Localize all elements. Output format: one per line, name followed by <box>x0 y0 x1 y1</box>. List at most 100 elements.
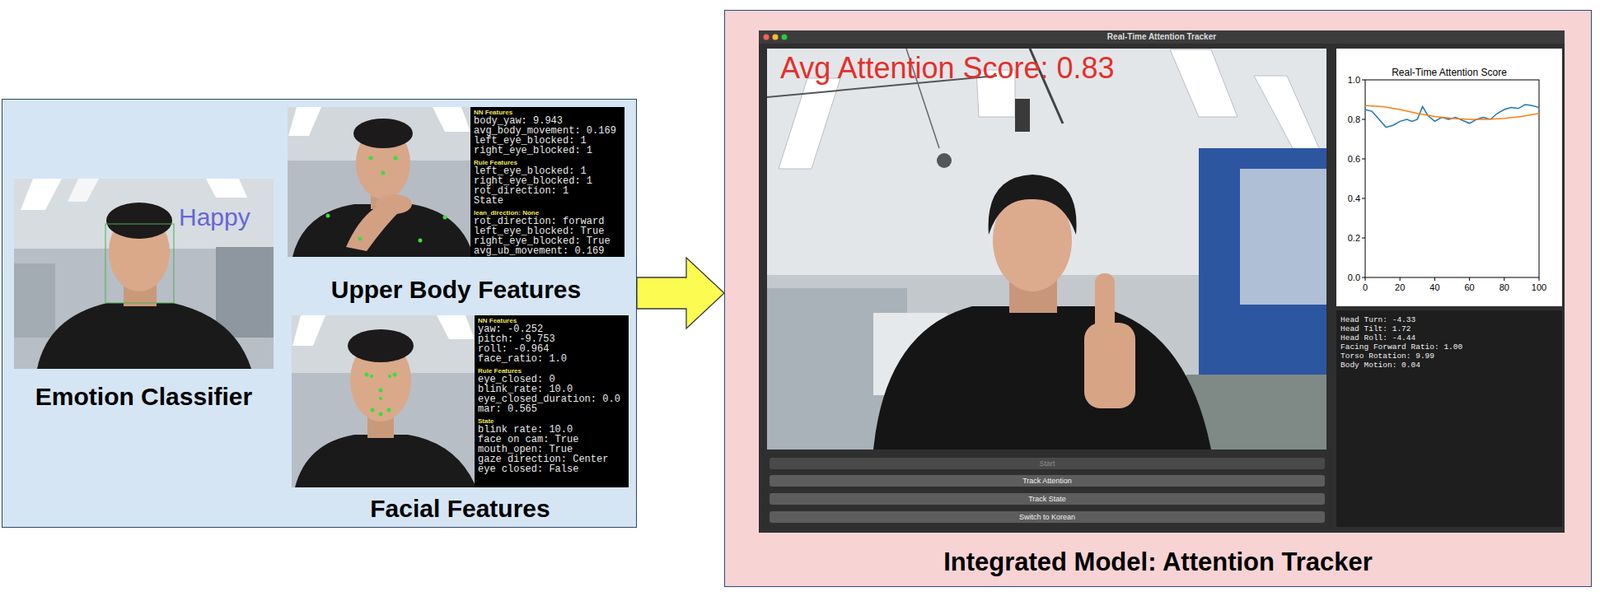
video-feed-image-part <box>767 48 1327 276</box>
section-header: State <box>477 417 626 426</box>
video-feed-image-part <box>1029 48 1063 124</box>
button-label: Switch to Korean <box>769 511 1325 524</box>
landmark-dots-part <box>387 408 392 413</box>
tick-label: 60 <box>1457 281 1483 294</box>
video-feed-image-part <box>767 48 1327 450</box>
feature-line: yaw: -0.252 <box>477 324 626 335</box>
score-overlay: Avg Attention Score: 0.83 <box>780 51 1115 85</box>
emotion-photo-part <box>14 178 274 249</box>
video-feed-image-part <box>778 78 841 169</box>
line-chart-part <box>1365 79 1540 278</box>
block-arrow <box>636 257 725 329</box>
emotion-photo-part <box>205 178 248 198</box>
tick-label: 1.0 <box>1338 74 1361 86</box>
stat-line: Head Roll: -4.44 <box>1340 333 1558 343</box>
landmark-dots-part <box>393 156 398 161</box>
title-bar-part <box>772 34 779 41</box>
title-bar-part <box>781 34 788 41</box>
tick-marks-part <box>1361 159 1366 160</box>
emotion-photo-part <box>108 212 170 292</box>
tick-marks-part <box>1539 277 1540 281</box>
caption: Integrated Model: Attention Tracker <box>943 548 1373 577</box>
feature-line: gaze direction: Center <box>477 454 626 465</box>
tick-label: 0.8 <box>1338 113 1361 126</box>
feature-line: eye_closed_duration: 0.0 <box>477 394 626 405</box>
upper-body-photo-part <box>287 107 471 161</box>
landmark-dots-part <box>381 171 386 176</box>
facial-photo-part <box>292 315 326 347</box>
photo-frame: Upper Body FeaturesNN Featuresbody_yaw: … <box>287 107 625 258</box>
facial-photo <box>291 315 475 488</box>
feature-line: blink rate: 10.0 <box>477 425 626 436</box>
tick-marks-part <box>1469 277 1470 281</box>
stat-line: Head Tilt: 1.72 <box>1340 324 1558 334</box>
chart-title: Real-Time Attention Score <box>1336 65 1563 80</box>
tick-label: 0.2 <box>1338 232 1361 244</box>
tick-label: 0.4 <box>1338 192 1361 205</box>
feature-line: left_eye_blocked: True <box>473 226 622 237</box>
feature-line: right_eye_blocked: True <box>473 236 622 247</box>
section-header: Rule Features <box>473 159 622 167</box>
feature-line: face on cam: True <box>477 435 626 445</box>
button: Track State <box>769 493 1325 506</box>
feature-panel: NN Featuresyaw: -0.252pitch: -9.753roll:… <box>474 315 629 488</box>
emotion-photo-part <box>14 178 274 370</box>
video-feed-image-part <box>1169 49 1238 117</box>
stats-panel: Head Turn: -4.33Head Tilt: 1.72Head Roll… <box>1336 310 1563 528</box>
video-feed-image-part <box>992 189 1072 292</box>
line-chart-part <box>1365 104 1540 128</box>
chart-panel: Real-Time Attention Score1.00.80.60.40.2… <box>1336 48 1563 307</box>
feature-line: right_eye_blocked: 1 <box>473 176 622 187</box>
landmark-dots-part <box>358 237 363 242</box>
caption: Facial Features <box>369 495 550 524</box>
tick-marks-part <box>1361 277 1366 279</box>
feature-line: eye closed: False <box>477 464 626 475</box>
emotion-photo-part <box>105 224 174 304</box>
landmark-dots-part <box>378 397 383 401</box>
stat-line: Head Turn: -4.33 <box>1340 315 1558 325</box>
video-feed-image-part <box>1009 267 1058 314</box>
button: Start <box>769 458 1325 470</box>
facial-photo-part <box>350 339 412 422</box>
feature-line: State <box>473 196 622 206</box>
video-feed-image-part <box>1084 322 1136 409</box>
video-feed: Avg Attention Score: 0.83 <box>767 48 1327 450</box>
feature-line: rot_direction: forward <box>473 216 622 227</box>
tick-marks-part <box>1361 238 1366 239</box>
landmark-dots-part <box>418 238 423 244</box>
video-feed-image-part <box>873 306 1212 450</box>
stat-line: Body Motion: 0.04 <box>1340 360 1558 370</box>
landmark-dots <box>364 373 398 417</box>
landmark-dots-part <box>443 215 448 220</box>
upper-body-photo <box>287 107 471 258</box>
title-bar <box>758 30 1565 44</box>
title-bar-part <box>758 30 1565 44</box>
video-feed-image-part <box>906 48 940 149</box>
button-label: Start <box>769 458 1325 470</box>
feature-line: avg_ub_movement: 0.169 <box>473 246 622 257</box>
feature-line: blink_rate: 10.0 <box>477 384 626 395</box>
upper-body-photo-part <box>288 107 322 136</box>
tick-marks-part <box>1434 277 1436 281</box>
tick-label: 80 <box>1492 281 1517 294</box>
section-header: NN Features <box>473 108 622 117</box>
line-chart <box>1361 79 1540 281</box>
landmark-dots-part <box>378 388 384 393</box>
section-header: lean_direction: None <box>473 209 622 217</box>
group-panel: Integrated Model: Attention Tracker Real-… <box>724 9 1592 588</box>
landmark-dots-part <box>370 408 375 413</box>
emotion-photo-part <box>215 247 274 338</box>
tick-marks <box>1361 79 1540 281</box>
photo-frame: Facial FeaturesNN Featuresyaw: -0.252pit… <box>291 315 629 488</box>
feature-line: eye_closed: 0 <box>477 374 626 385</box>
photo-frame: HappyEmotion Classifier <box>14 178 274 370</box>
tick-label: 20 <box>1387 281 1413 294</box>
button-label: Track Attention <box>769 475 1325 487</box>
video-feed-image-part <box>1239 168 1327 305</box>
tick-marks-part <box>1361 198 1366 200</box>
video-feed-image-part <box>767 75 997 98</box>
section-header: NN Features <box>477 317 626 325</box>
